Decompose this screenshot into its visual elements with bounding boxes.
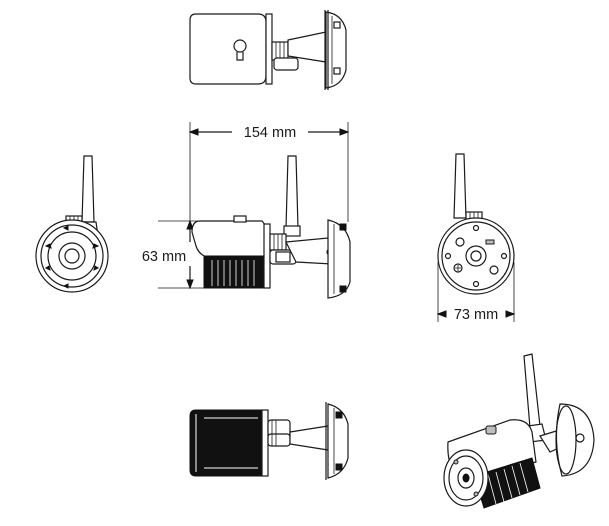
camera-bottom-view-icon <box>189 402 349 480</box>
length-label: 154 mm <box>244 125 296 141</box>
camera-side-view-icon <box>191 155 351 299</box>
camera-front-view-icon <box>35 155 109 293</box>
height-label: 63 mm <box>142 249 186 265</box>
width-dimension: 73 mm <box>436 262 516 323</box>
length-dimension: 154 mm <box>188 122 350 222</box>
camera-perspective-view-icon <box>443 353 595 509</box>
width-label: 73 mm <box>454 307 498 323</box>
camera-top-view-icon <box>189 10 347 90</box>
height-dimension: 63 mm <box>142 219 212 290</box>
camera-back-view-icon <box>437 153 515 295</box>
